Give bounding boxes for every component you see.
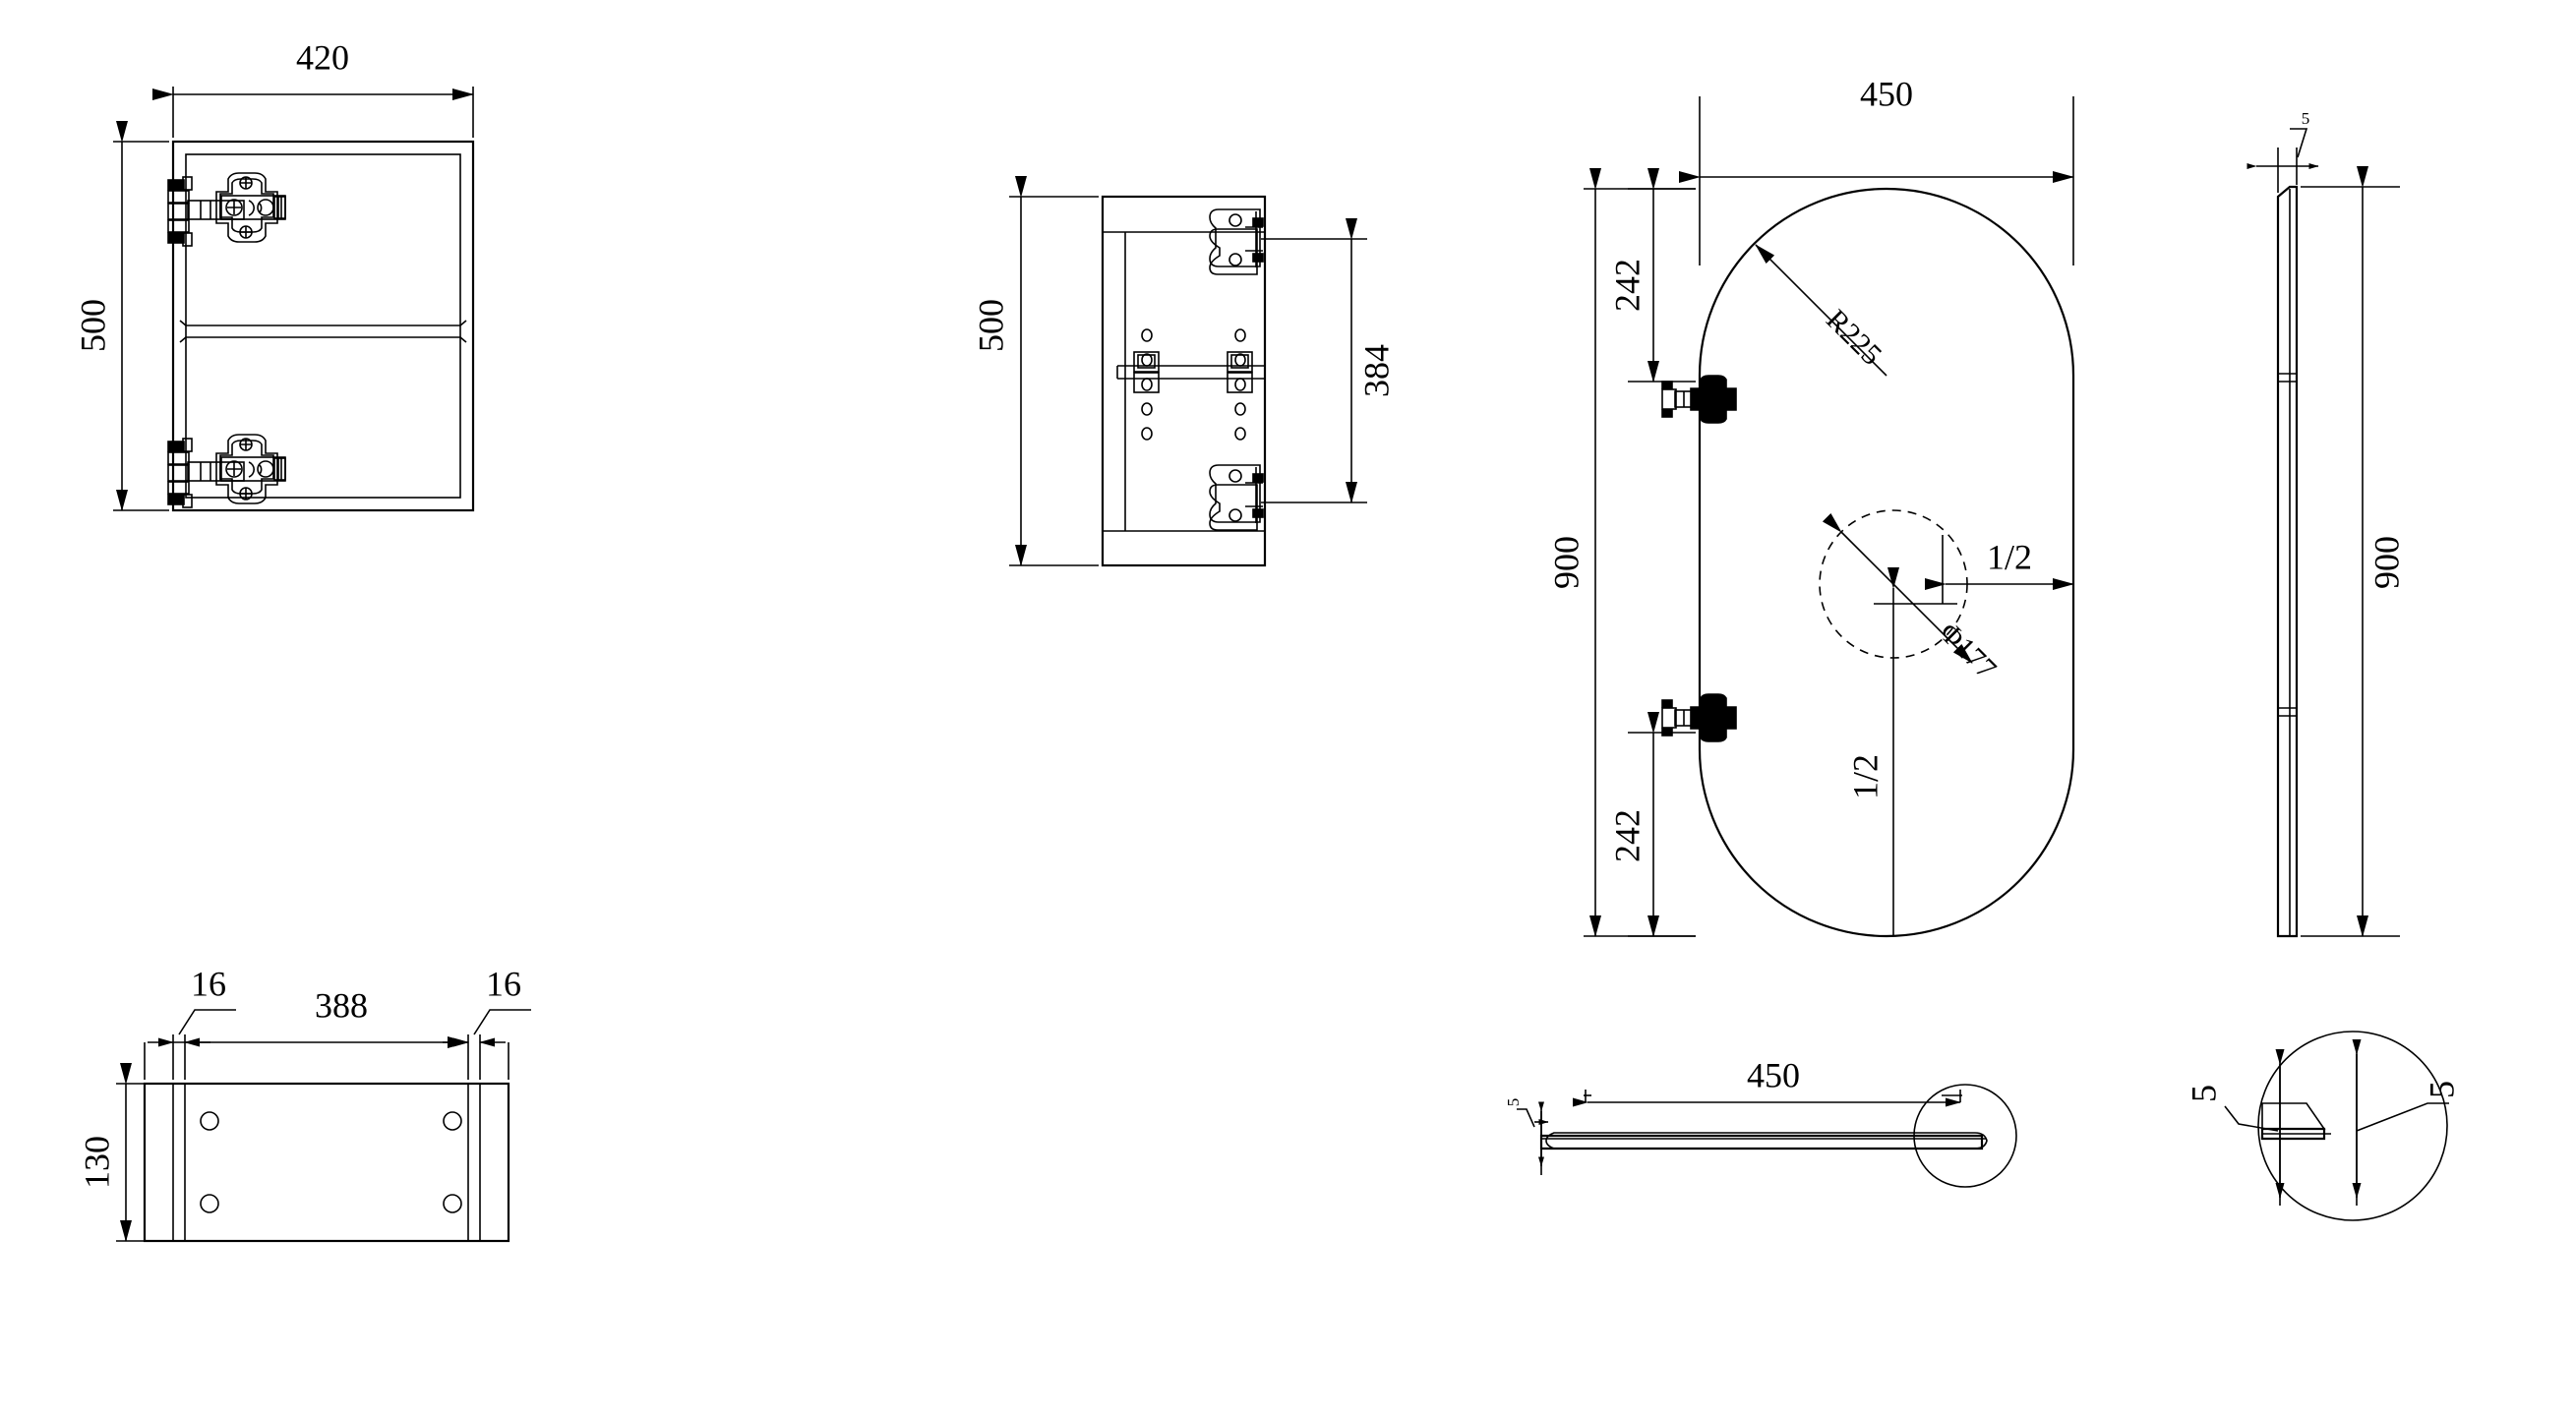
view-shelf: 130 16 388 16 <box>77 964 531 1243</box>
dim-label-hinge-spacing: 384 <box>1356 344 1396 397</box>
dim-detail-right: 5 <box>2352 1039 2461 1206</box>
door-mid-shelf <box>179 320 467 343</box>
dim-door-width: 420 <box>152 37 474 138</box>
dim-edge-height: 900 <box>2301 166 2406 937</box>
dim-top-offset: 242 <box>1607 168 1696 383</box>
detail-callout-circle <box>1913 1084 2017 1188</box>
bevel-profile <box>2260 1102 2331 1141</box>
hinge-top <box>167 172 286 247</box>
mirror-edge-body <box>2276 185 2299 938</box>
dim-label-mirror-height: 900 <box>1546 536 1586 589</box>
carcass-outline <box>1101 195 1267 567</box>
shelf-holes <box>200 1111 462 1213</box>
shelf-pin-holes-left <box>1141 328 1153 441</box>
shelf-pin-holes-right <box>1234 328 1246 441</box>
dim-plan-thickness: 5 <box>1504 1098 1549 1175</box>
mirror-clip-bottom <box>1661 693 1737 742</box>
view-oval-mirror: R225 Φ177 1/2 1/2 <box>1546 74 2075 938</box>
shelf-bracket-right <box>1227 351 1253 393</box>
radius-leader-R225: R225 <box>1755 244 1887 377</box>
dim-bottom-offset: 242 <box>1607 712 1696 937</box>
dim-label-half-horizontal: 1/2 <box>1987 537 2032 576</box>
dim-label-edge-thickness: 5 <box>2302 109 2310 128</box>
mirror-hole: Φ177 <box>1819 509 2003 685</box>
dim-label-edge-height: 900 <box>2366 536 2406 589</box>
view-mirror-plan: 450 5 <box>1504 1055 2017 1188</box>
dim-edge-thickness: 5 <box>2247 109 2319 193</box>
dim-label-half-vertical: 1/2 <box>1845 754 1885 799</box>
dim-label-shelf-right-edge: 16 <box>486 964 521 1003</box>
dim-label-bottom-offset: 242 <box>1607 809 1647 862</box>
hinge-section-top <box>1209 208 1264 275</box>
hinge-bottom <box>167 434 286 508</box>
dim-label-hole-diameter: Φ177 <box>1933 616 2003 685</box>
dim-half-vertical: 1/2 <box>1845 567 1899 936</box>
view-side-section: 500 384 <box>971 176 1396 567</box>
dim-mirror-width: 450 <box>1679 74 2074 266</box>
mirror-clip-top <box>1661 375 1737 424</box>
dim-shelf-height: 130 <box>77 1063 150 1242</box>
dim-label-radius: R225 <box>1820 303 1887 371</box>
dim-label-shelf-left-edge: 16 <box>191 964 226 1003</box>
dim-label-shelf-inner-width: 388 <box>315 985 368 1025</box>
shelf-outline <box>143 1082 510 1243</box>
dim-label-door-height: 500 <box>73 299 112 352</box>
dim-shelf-widths: 16 388 16 <box>144 964 531 1080</box>
dim-detail-left: 5 <box>2184 1049 2285 1206</box>
dim-label-top-offset: 242 <box>1607 259 1647 312</box>
dim-label-section-height: 500 <box>971 299 1010 352</box>
shelf-bracket-left <box>1133 351 1160 393</box>
dim-half-horizontal: 1/2 <box>1925 536 2074 610</box>
hinge-section-bottom <box>1209 464 1264 531</box>
dim-section-height: 500 <box>971 176 1099 566</box>
dim-label-mirror-width: 450 <box>1860 74 1913 113</box>
dim-label-door-width: 420 <box>296 37 349 77</box>
dim-label-detail-left: 5 <box>2184 1085 2223 1102</box>
dim-hinge-spacing: 384 <box>1261 218 1396 503</box>
view-mirror-edge: 5 900 <box>2247 109 2406 938</box>
dim-label-detail-right: 5 <box>2422 1081 2461 1098</box>
dim-door-height: 500 <box>73 121 169 511</box>
dim-label-shelf-height: 130 <box>77 1136 116 1189</box>
dim-plan-width: 450 <box>1573 1055 1962 1107</box>
dim-label-plan-width: 450 <box>1747 1055 1800 1094</box>
dim-label-plan-thickness: 5 <box>1504 1098 1523 1107</box>
view-front-door: 420 500 <box>73 37 475 512</box>
mirror-plan-body <box>1539 1132 1988 1150</box>
view-detail-bevel: 5 5 <box>2184 1031 2461 1221</box>
